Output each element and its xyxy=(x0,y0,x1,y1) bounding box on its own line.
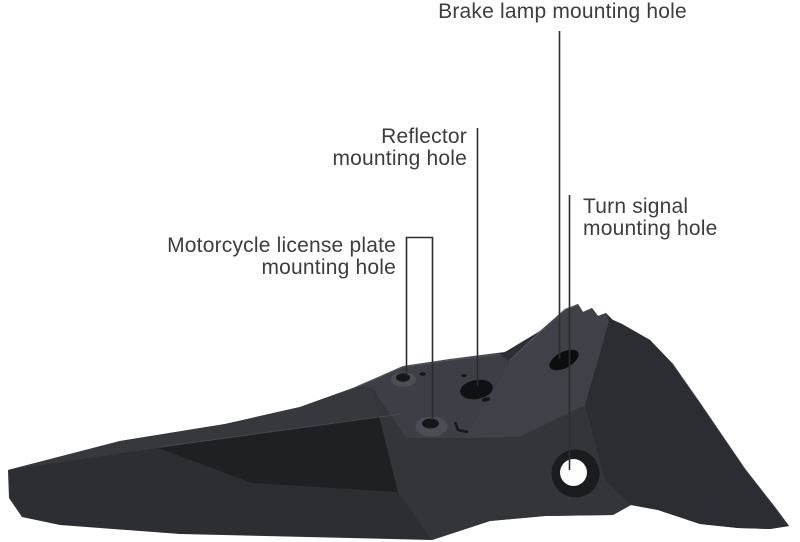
reflector-hole xyxy=(460,379,493,400)
fender-recess xyxy=(158,414,401,492)
deck-mark-1 xyxy=(419,372,426,376)
label-brake-lamp-text: Brake lamp mounting hole xyxy=(438,0,687,23)
label-reflector-line2: mounting hole xyxy=(332,147,467,170)
brake-lamp-hole xyxy=(549,349,579,371)
label-reflector-line1: Reflector xyxy=(381,125,467,148)
label-license-plate-line1: Motorcycle license plate xyxy=(167,234,396,257)
deck-ridge-highlight xyxy=(355,353,501,388)
deck-mark-2 xyxy=(461,374,467,377)
license-plate-hole-left xyxy=(396,373,410,382)
license-plate-hole-right xyxy=(422,418,439,429)
label-license-plate: Motorcycle license plate mounting hole xyxy=(167,235,396,279)
label-reflector: Reflector mounting hole xyxy=(332,126,467,170)
deck-mark-l-shape xyxy=(453,421,469,434)
turn-signal-hole xyxy=(560,459,587,486)
label-turn-signal-line1: Turn signal xyxy=(583,195,689,218)
fender-apron xyxy=(372,388,631,540)
label-license-plate-line2: mounting hole xyxy=(261,256,396,279)
hump-ridge-highlight xyxy=(508,304,579,362)
wing-edge-highlight xyxy=(671,362,789,526)
fender-hump xyxy=(464,304,609,438)
fender-wing xyxy=(585,320,789,529)
label-turn-signal: Turn signal mounting hole xyxy=(583,196,718,240)
recess-ridge-highlight xyxy=(159,413,402,448)
deck-mark-3 xyxy=(481,397,491,402)
label-brake-lamp: Brake lamp mounting hole xyxy=(420,1,705,23)
leader-bracket-license-plate xyxy=(405,236,434,420)
fender-upper-bevel xyxy=(8,388,401,470)
label-turn-signal-line2: mounting hole xyxy=(583,217,718,240)
